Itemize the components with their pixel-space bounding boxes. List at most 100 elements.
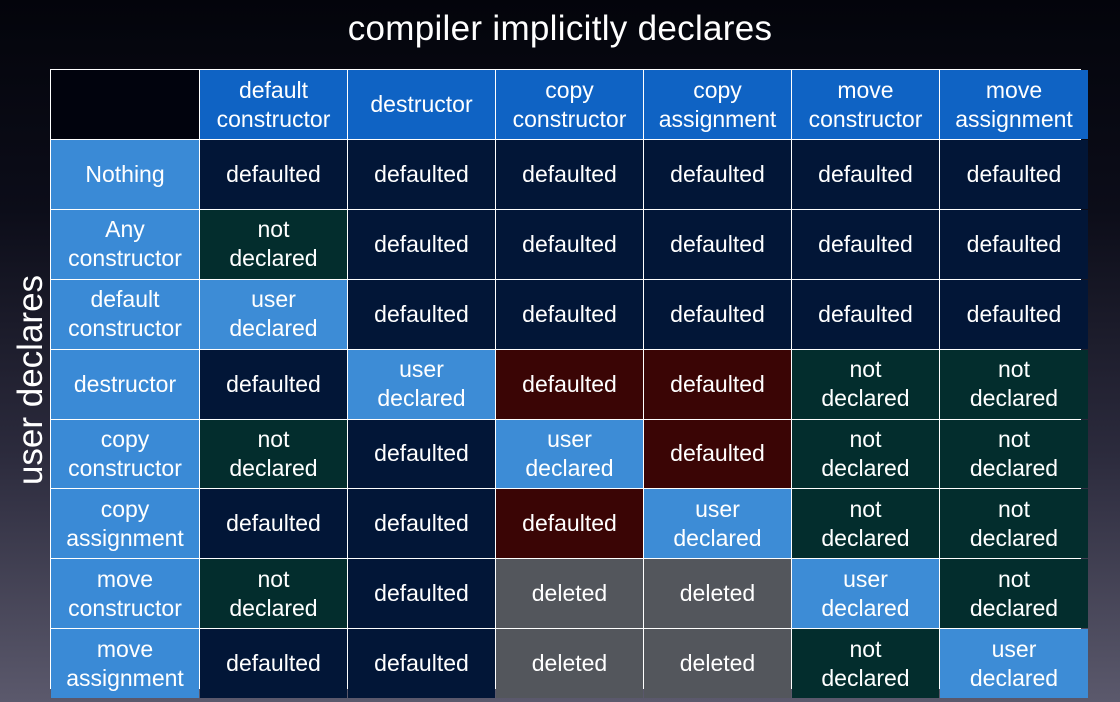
cell-copy-constructor-copy-assignment: defaulted — [644, 419, 791, 489]
cell-default-constructor-move-assignment: defaulted — [940, 279, 1088, 349]
cell-nothing-move-constructor-text: defaulted — [818, 160, 913, 187]
side-title: user declares — [11, 70, 50, 690]
row-header-copy-constructor: copy constructor — [51, 419, 199, 489]
cell-nothing-copy-constructor: defaulted — [496, 140, 643, 209]
cell-nothing-destructor-text: defaulted — [374, 160, 469, 187]
cell-destructor-default-constructor-text: defaulted — [226, 370, 321, 397]
row-header-any-constructor: Any constructor — [51, 209, 199, 279]
cell-copy-assignment-default-constructor: defaulted — [200, 489, 347, 559]
cell-move-constructor-copy-assignment-text: deleted — [679, 580, 756, 607]
row-header-nothing: Nothing — [51, 140, 199, 209]
row-header-nothing-text: Nothing — [85, 160, 165, 187]
row-header-any-constructor-text: Any constructor — [68, 216, 182, 272]
cell-copy-assignment-default-constructor-text: defaulted — [226, 510, 321, 537]
cell-any-constructor-move-constructor: defaulted — [792, 209, 939, 279]
column-header-destructor: destructor — [348, 70, 495, 139]
cell-copy-constructor-move-assignment-text: not declared — [969, 425, 1059, 481]
cell-copy-constructor-move-constructor-text: not declared — [821, 425, 910, 481]
row-header-move-assignment: move assignment — [51, 629, 199, 698]
cell-copy-assignment-destructor-text: defaulted — [374, 510, 469, 537]
cell-default-constructor-destructor: defaulted — [348, 279, 495, 349]
cell-move-assignment-destructor-text: defaulted — [374, 650, 469, 677]
cell-move-assignment-move-constructor-text: not declared — [821, 635, 910, 691]
cell-move-constructor-default-constructor-text: not declared — [229, 565, 318, 621]
column-header-destructor-text: destructor — [370, 91, 473, 117]
cell-copy-constructor-copy-constructor-text: user declared — [525, 425, 614, 481]
cell-default-constructor-destructor-text: defaulted — [374, 300, 469, 327]
row-header-default-constructor: default constructor — [51, 279, 199, 349]
cell-any-constructor-copy-assignment-text: defaulted — [670, 230, 765, 257]
cell-destructor-move-assignment-text: not declared — [969, 356, 1059, 412]
cell-move-assignment-copy-assignment: deleted — [644, 629, 791, 698]
cell-default-constructor-default-constructor: user declared — [200, 279, 347, 349]
row-header-copy-constructor-text: copy constructor — [68, 425, 182, 481]
column-header-move-assignment: move assignment — [940, 70, 1088, 139]
column-header-copy-constructor: copy constructor — [496, 70, 643, 139]
cell-nothing-copy-constructor-text: defaulted — [522, 160, 617, 187]
cell-move-constructor-copy-constructor: deleted — [496, 559, 643, 629]
cell-move-constructor-move-assignment-text: not declared — [969, 565, 1059, 621]
row-header-destructor: destructor — [51, 349, 199, 419]
cell-copy-constructor-destructor-text: defaulted — [374, 440, 469, 467]
cell-any-constructor-move-constructor-text: defaulted — [818, 230, 913, 257]
cell-copy-assignment-copy-constructor-text: defaulted — [522, 510, 617, 537]
cell-default-constructor-copy-constructor-text: defaulted — [522, 300, 617, 327]
column-header-move-assignment-text: move assignment — [955, 76, 1073, 132]
cell-destructor-copy-constructor-text: defaulted — [522, 370, 617, 397]
cell-destructor-destructor: user declared — [348, 349, 495, 419]
cell-default-constructor-copy-constructor: defaulted — [496, 279, 643, 349]
special-members-table: default constructor destructor copy constr… — [50, 69, 1088, 698]
cell-any-constructor-copy-constructor: defaulted — [496, 209, 643, 279]
cell-default-constructor-move-assignment-text: defaulted — [966, 300, 1062, 327]
cell-destructor-destructor-text: user declared — [377, 356, 466, 412]
cell-default-constructor-copy-assignment-text: defaulted — [670, 300, 765, 327]
cell-copy-constructor-default-constructor: not declared — [200, 419, 347, 489]
cell-any-constructor-destructor: defaulted — [348, 209, 495, 279]
cell-move-constructor-destructor: defaulted — [348, 559, 495, 629]
column-header-default-constructor-text: default constructor — [216, 76, 331, 132]
row-header-copy-assignment-text: copy assignment — [66, 495, 184, 551]
row-header-destructor-text: destructor — [73, 370, 177, 397]
cell-move-constructor-copy-assignment: deleted — [644, 559, 791, 629]
cell-move-assignment-default-constructor-text: defaulted — [226, 650, 321, 677]
cell-copy-constructor-move-constructor: not declared — [792, 419, 939, 489]
row-header-copy-assignment: copy assignment — [51, 489, 199, 559]
cell-move-assignment-default-constructor: defaulted — [200, 629, 347, 698]
cell-default-constructor-move-constructor: defaulted — [792, 279, 939, 349]
cell-copy-assignment-move-assignment: not declared — [940, 489, 1088, 559]
cell-nothing-move-constructor: defaulted — [792, 140, 939, 209]
cell-move-assignment-copy-constructor: deleted — [496, 629, 643, 698]
cell-destructor-move-constructor: not declared — [792, 349, 939, 419]
cell-copy-constructor-move-assignment: not declared — [940, 419, 1088, 489]
column-header-copy-constructor-text: copy constructor — [512, 76, 627, 132]
cell-any-constructor-default-constructor: not declared — [200, 209, 347, 279]
row-header-default-constructor-text: default constructor — [68, 286, 182, 342]
cell-copy-constructor-copy-constructor: user declared — [496, 419, 643, 489]
cell-move-assignment-move-assignment-text: user declared — [969, 635, 1059, 691]
cell-copy-assignment-copy-assignment-text: user declared — [673, 495, 762, 551]
cell-destructor-copy-assignment-text: defaulted — [670, 370, 765, 397]
column-header-move-constructor-text: move constructor — [808, 76, 923, 132]
cell-destructor-move-constructor-text: not declared — [821, 356, 910, 412]
cell-copy-constructor-default-constructor-text: not declared — [229, 425, 318, 481]
row-header-move-assignment-text: move assignment — [66, 635, 184, 691]
cell-copy-assignment-move-constructor: not declared — [792, 489, 939, 559]
cell-nothing-move-assignment: defaulted — [940, 140, 1088, 209]
cell-destructor-move-assignment: not declared — [940, 349, 1088, 419]
cell-any-constructor-move-assignment: defaulted — [940, 209, 1088, 279]
cell-copy-constructor-destructor: defaulted — [348, 419, 495, 489]
cell-copy-assignment-move-assignment-text: not declared — [969, 495, 1059, 551]
top-title: compiler implicitly declares — [347, 9, 773, 48]
cell-move-constructor-destructor-text: defaulted — [374, 580, 469, 607]
column-header-copy-assignment: copy assignment — [644, 70, 791, 139]
cell-any-constructor-copy-constructor-text: defaulted — [522, 230, 617, 257]
column-header-copy-assignment-text: copy assignment — [658, 76, 777, 132]
cell-copy-constructor-copy-assignment-text: defaulted — [670, 440, 765, 467]
cell-move-assignment-move-assignment: user declared — [940, 629, 1088, 698]
cell-destructor-copy-assignment: defaulted — [644, 349, 791, 419]
cell-default-constructor-move-constructor-text: defaulted — [818, 300, 913, 327]
cell-move-constructor-move-assignment: not declared — [940, 559, 1088, 629]
cell-copy-assignment-copy-assignment: user declared — [644, 489, 791, 559]
cell-default-constructor-default-constructor-text: user declared — [229, 286, 318, 342]
cell-destructor-copy-constructor: defaulted — [496, 349, 643, 419]
